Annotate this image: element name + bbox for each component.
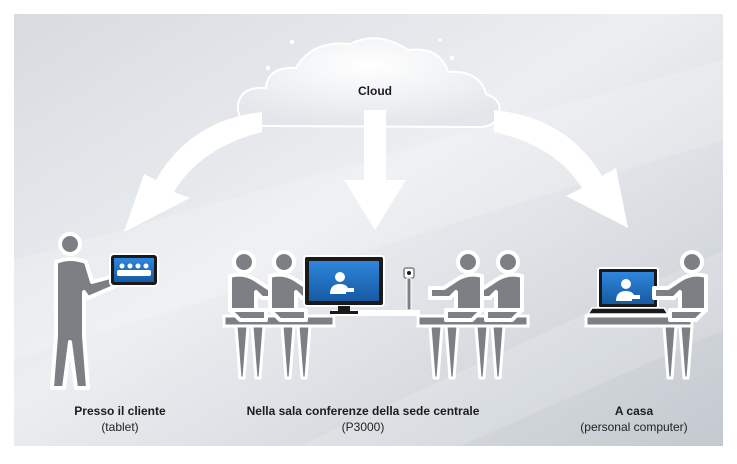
- caption-home: A casa (personal computer): [389, 403, 719, 435]
- sparkle-dots: [265, 38, 455, 71]
- caption-hq: Nella sala conferenze della sede central…: [198, 403, 528, 435]
- caption-client-subtitle: (tablet): [101, 420, 139, 434]
- camera-icon: [403, 267, 415, 311]
- center-desk: [332, 310, 420, 316]
- cloud-icon: [236, 37, 501, 129]
- cloud-label: Cloud: [358, 84, 392, 98]
- caption-home-subtitle: (personal computer): [580, 420, 688, 434]
- tablet-icon: [109, 253, 159, 287]
- p3000-monitor-icon: [303, 255, 385, 314]
- laptop-icon: [586, 267, 670, 315]
- arrow-right-icon: [494, 110, 628, 228]
- arrow-left-icon: [124, 112, 262, 232]
- caption-hq-subtitle: (P3000): [341, 420, 385, 434]
- arrow-center-icon: [344, 110, 406, 230]
- caption-client: Presso il cliente (tablet): [0, 403, 285, 435]
- caption-client-title: Presso il cliente: [74, 404, 166, 418]
- caption-hq-title: Nella sala conferenze della sede central…: [246, 404, 480, 418]
- caption-home-title: A casa: [614, 404, 654, 418]
